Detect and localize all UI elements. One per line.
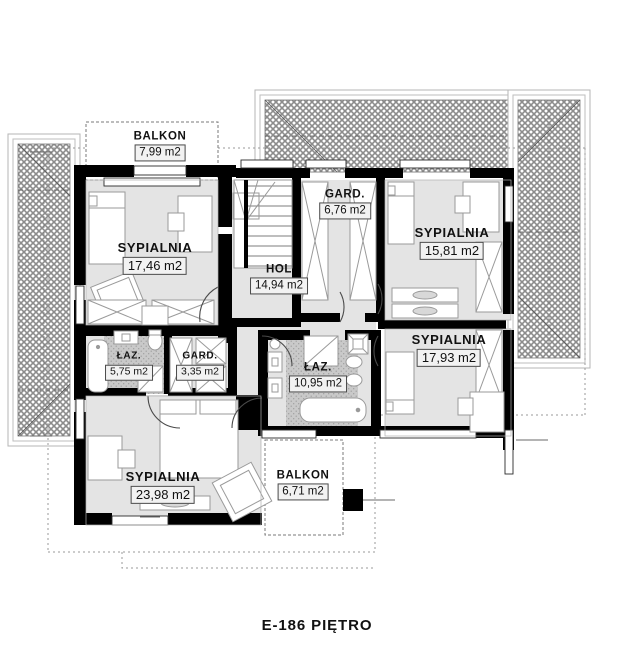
desk-ne bbox=[454, 181, 500, 233]
shower-main bbox=[303, 335, 339, 367]
staircase bbox=[232, 179, 293, 269]
toilet-main bbox=[345, 355, 363, 387]
door-swings bbox=[147, 283, 383, 429]
roof-panel-left bbox=[7, 133, 81, 447]
wardrobe-nw bbox=[87, 299, 215, 326]
desk-sw bbox=[87, 435, 136, 481]
room-outlines bbox=[85, 179, 512, 526]
windows bbox=[75, 159, 514, 526]
closet-ne bbox=[475, 241, 503, 313]
desk-nw bbox=[167, 195, 213, 253]
bed-ne bbox=[387, 181, 415, 245]
bathtub-sw bbox=[87, 339, 109, 393]
bed-nw bbox=[88, 191, 126, 265]
closet-gard-top bbox=[301, 181, 377, 301]
shower-sw bbox=[137, 365, 164, 393]
shelf-e bbox=[391, 303, 459, 319]
walls bbox=[74, 165, 514, 525]
shelf-sw bbox=[139, 495, 211, 511]
washbasin-sw bbox=[113, 330, 139, 345]
washer-main bbox=[347, 333, 369, 355]
toilet-sw bbox=[147, 329, 163, 351]
closet-e bbox=[475, 329, 503, 401]
roof-areas bbox=[7, 89, 591, 447]
shelf-ne bbox=[391, 287, 459, 303]
bed-sw bbox=[159, 399, 239, 479]
lower-floor-outline bbox=[47, 147, 586, 569]
armchair-sw bbox=[211, 461, 273, 523]
dimension-ticks bbox=[30, 151, 548, 518]
bed-e bbox=[385, 351, 415, 415]
roof-panel-right bbox=[507, 89, 591, 369]
bathtub-main bbox=[299, 397, 367, 423]
washbasin-main bbox=[267, 338, 283, 399]
desk-e bbox=[457, 391, 505, 433]
